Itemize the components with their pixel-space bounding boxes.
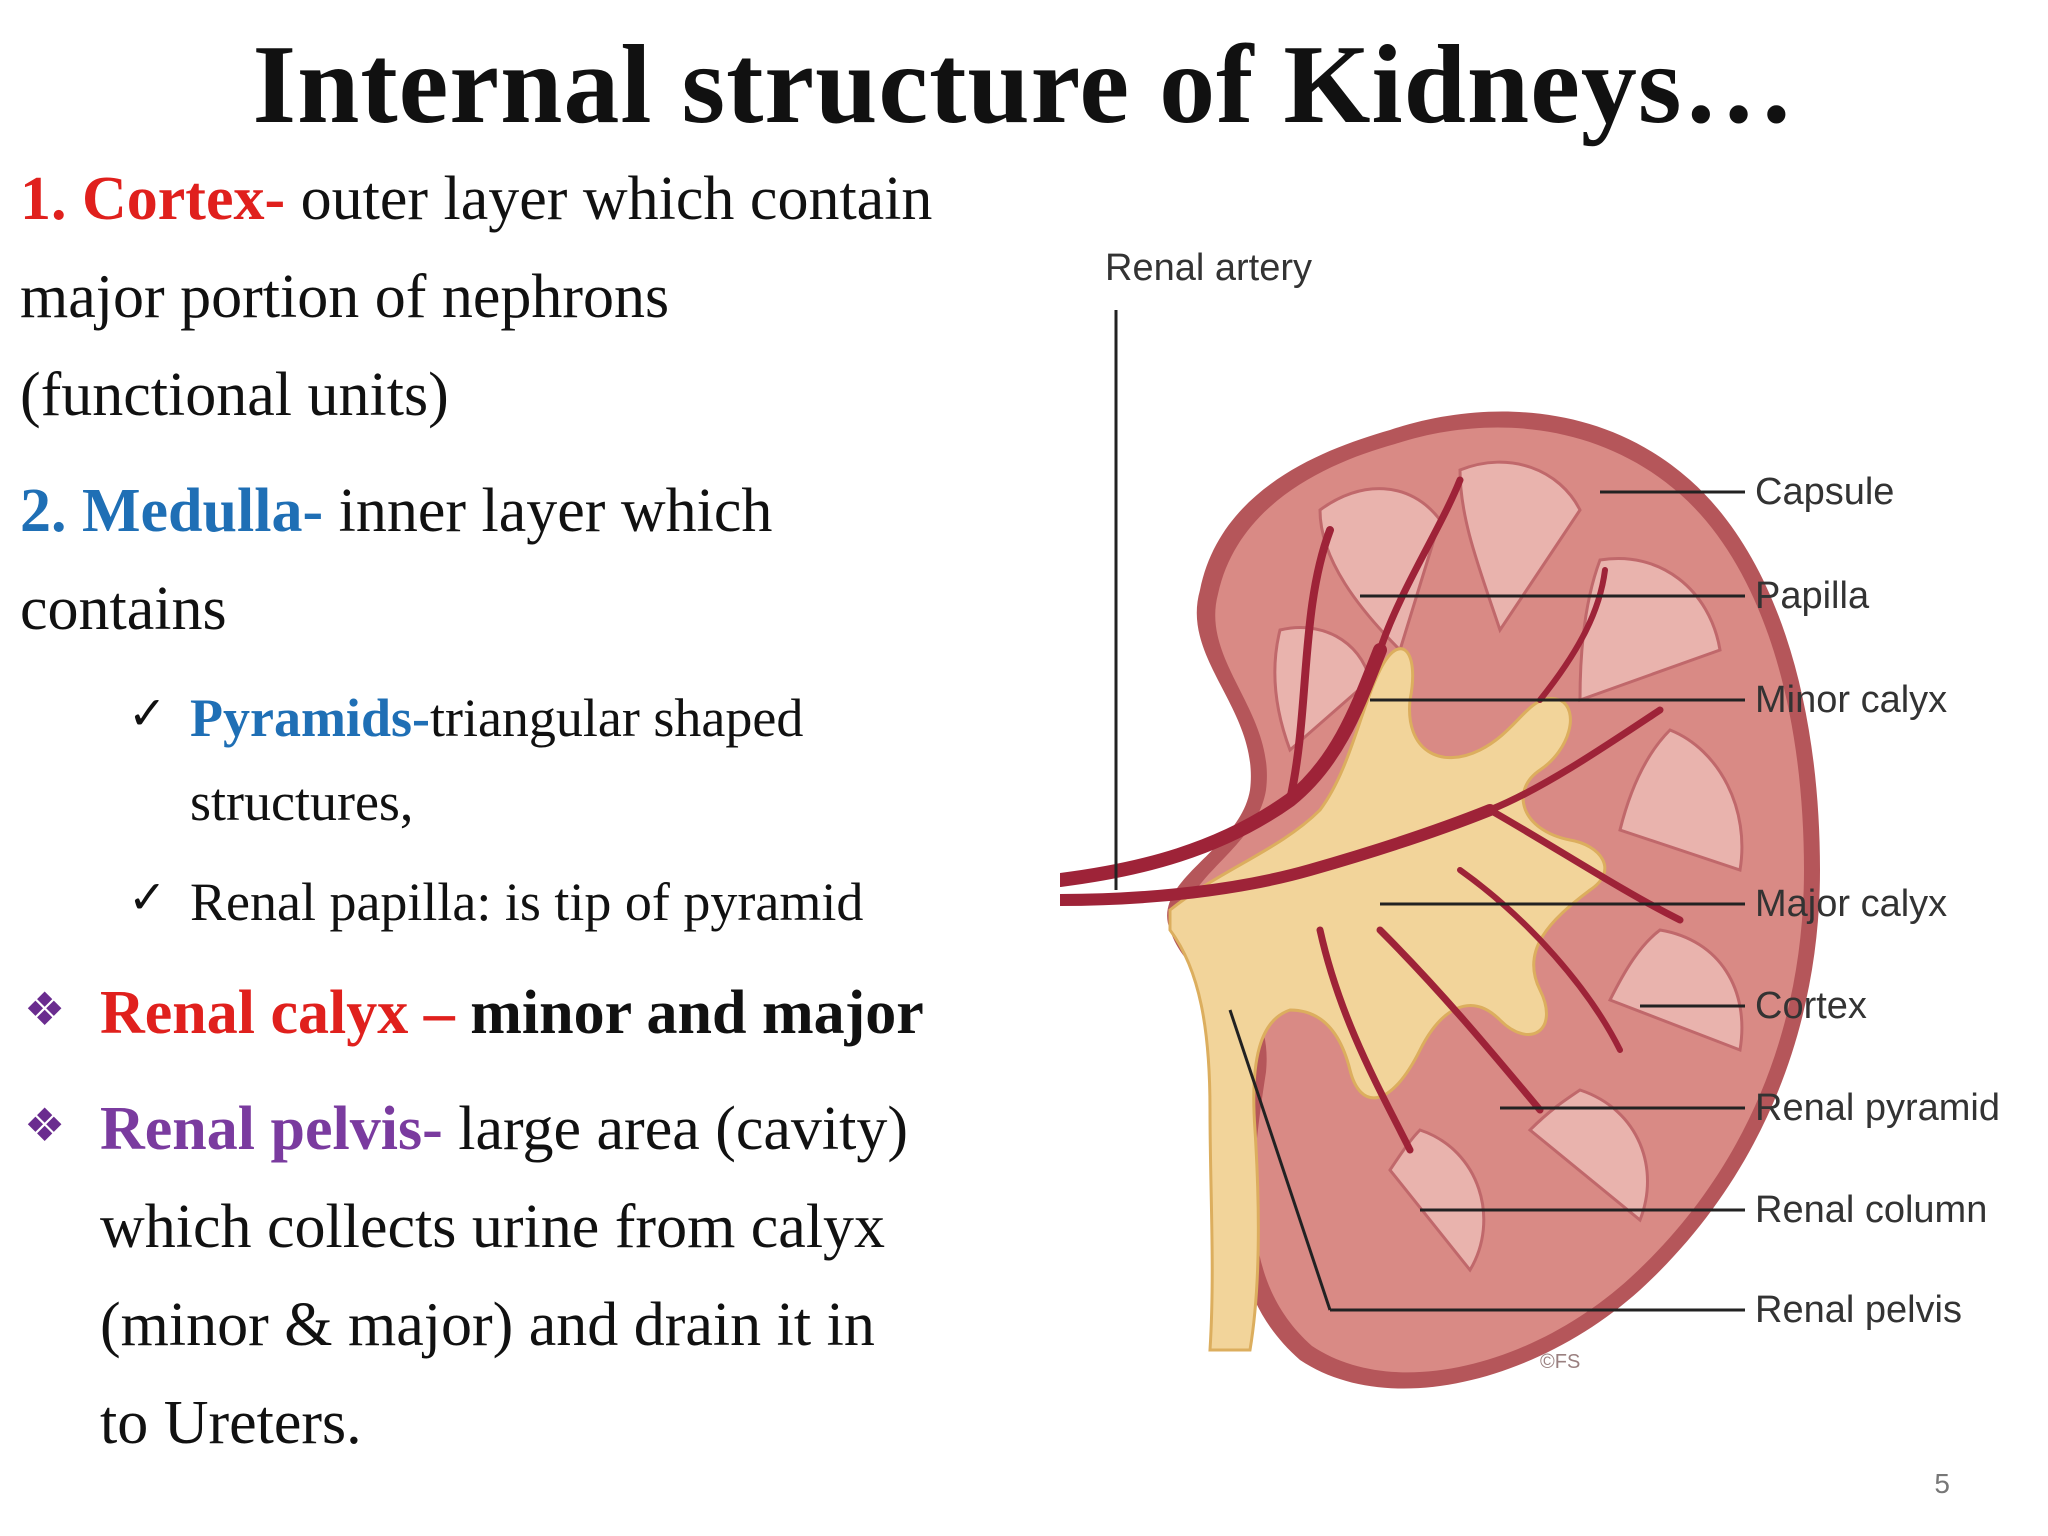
cortex-text-1: outer layer which contain <box>285 165 933 233</box>
label-renal-column: Renal column <box>1755 1189 1987 1231</box>
pelvis-line-2: which collects urine from calyx <box>100 1193 886 1261</box>
pyramids-line-2: structures, <box>190 772 414 832</box>
check-icon: ✓ <box>128 688 167 739</box>
pyramids-line-1: Pyramids-triangular shaped <box>190 676 803 760</box>
calyx-line: Renal calyx – minor and major <box>100 964 924 1062</box>
label-capsule: Capsule <box>1755 471 1894 513</box>
label-renal-pelvis: Renal pelvis <box>1755 1289 1962 1331</box>
label-renal-artery: Renal artery <box>1105 247 1312 289</box>
copyright-credit: ©FS <box>1540 1351 1580 1373</box>
check-icon: ✓ <box>128 872 167 923</box>
calyx-label: Renal calyx – <box>100 979 455 1047</box>
pelvis-line-4: to Ureters. <box>100 1389 362 1457</box>
label-major-calyx: Major calyx <box>1755 883 1947 925</box>
diamond-bullet-icon: ❖ <box>24 984 66 1035</box>
pelvis-label: Renal pelvis- <box>100 1095 443 1163</box>
slide-title: Internal structure of Kidneys… <box>252 23 1796 147</box>
pelvis-line-3: (minor & major) and drain it in <box>100 1291 875 1359</box>
renal-vessels <box>1060 476 1684 1154</box>
label-minor-calyx: Minor calyx <box>1755 679 1947 721</box>
leader-lines <box>1114 310 1745 1312</box>
cortex-line-2: major portion of nephrons <box>20 263 670 331</box>
label-renal-pyramid: Renal pyramid <box>1755 1087 2000 1129</box>
label-papilla: Papilla <box>1755 575 1870 617</box>
medulla-line-2: contains <box>20 575 227 643</box>
page-number: 5 <box>1934 1468 1950 1499</box>
label-cortex: Cortex <box>1755 985 1867 1027</box>
renal-pelvis <box>1168 647 1607 1352</box>
papilla-line: Renal papilla: is tip of pyramid <box>190 872 864 932</box>
calyx-text: minor and major <box>454 979 924 1047</box>
kidney-diagram: Renal artery Capsule Papilla Minor calyx… <box>1060 247 2000 1389</box>
cortex-line-1: 1. Cortex- outer layer which contain <box>20 150 932 248</box>
diamond-bullet-icon: ❖ <box>24 1100 66 1151</box>
medulla-text-1: inner layer which <box>323 477 773 545</box>
medulla-label: 2. Medulla- <box>20 477 324 545</box>
pyramids-label: Pyramids- <box>190 688 430 748</box>
cortex-label: 1. Cortex- <box>20 165 286 233</box>
pelvis-line-1: Renal pelvis- large area (cavity) <box>100 1080 908 1178</box>
medulla-line-1: 2. Medulla- inner layer which <box>20 462 772 560</box>
pelvis-text-1: large area (cavity) <box>442 1095 909 1163</box>
cortex-line-3: (functional units) <box>20 361 449 429</box>
pyramids-text-1: triangular shaped <box>429 688 804 748</box>
